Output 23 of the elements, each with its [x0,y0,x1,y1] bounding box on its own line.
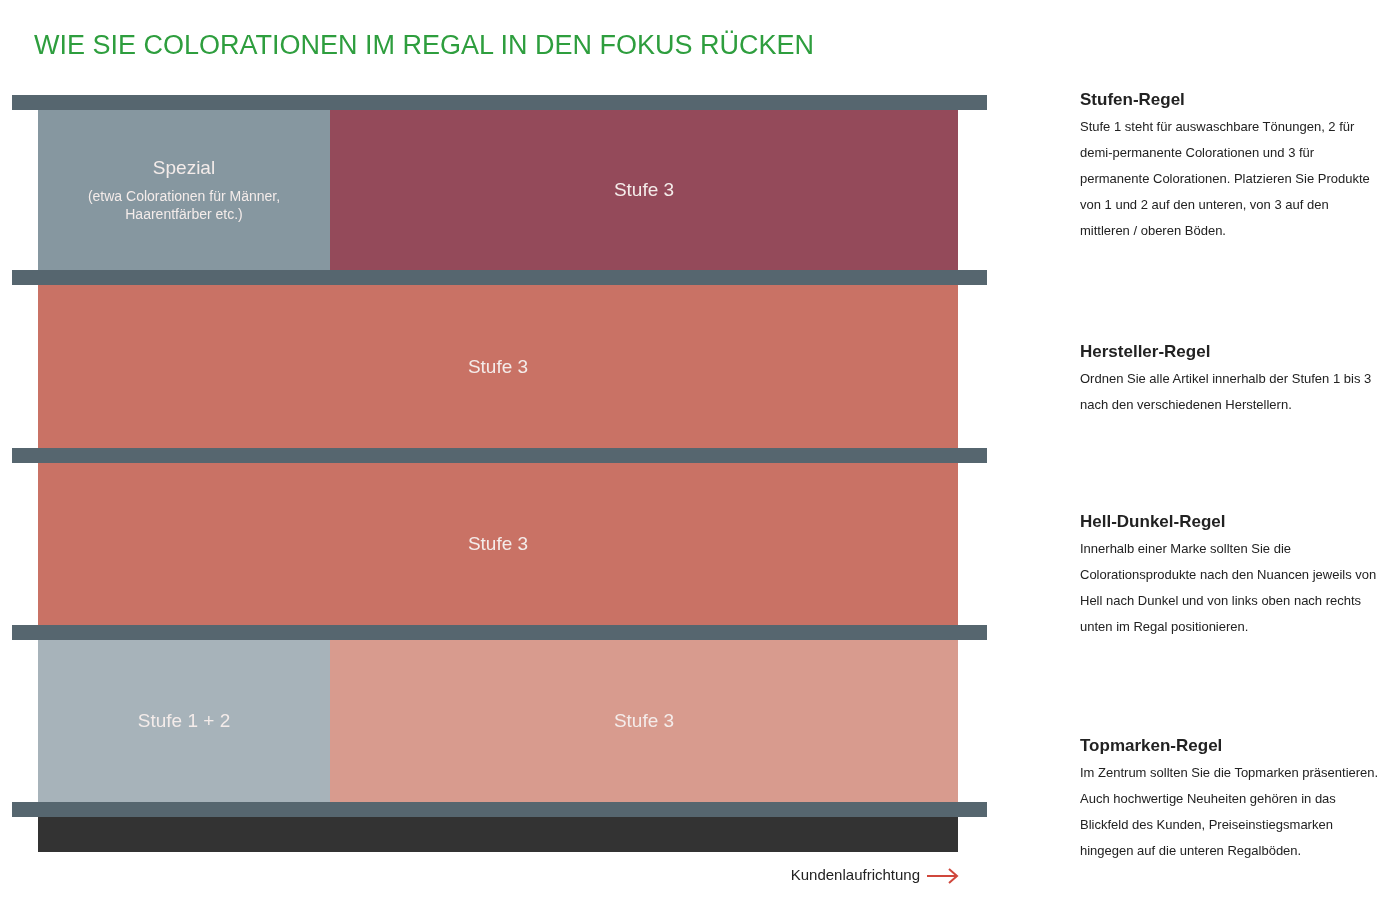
shelf-section [38,463,958,625]
direction-note: Kundenlaufrichtung [789,866,920,883]
rule-heading: Hersteller-Regel [1080,341,1212,363]
section-label: Spezial [152,156,216,179]
title: WIE SIE COLORATIONEN IM REGAL IN DEN FOKUS RÜCKEN [34,30,815,61]
section-label: Stufe 3 [613,179,675,201]
rule-text: Ordnen Sie alle Artikel innerhalb der Stufen 1 bis 3 nach den verschiedenen Herstellern. [1080,370,1373,414]
rule-text: Innerhalb einer Marke sollten Sie die Colorationsprodukte nach den Nuancen jeweils von Hell nach Dunkel und von links oben nach rechts unten im Regal positionieren. [1080,540,1378,636]
section-label: Stufe 1 + 2 [137,710,231,732]
shelf-section [38,285,958,448]
rule-heading: Topmarken-Regel [1080,735,1224,757]
shelf-section [330,640,958,802]
rule-heading: Stufen-Regel [1080,89,1186,111]
shelf-section [38,640,330,802]
section-label: Stufe 3 [613,710,675,732]
rule-text: Im Zentrum sollten Sie die Topmarken präsentieren. Auch hochwertige Neuheiten gehören in das Blickfeld des Kunden, Preiseinstiegsmarken hingegen auf die unteren Regalböden. [1080,764,1380,860]
shelf-section [38,110,330,270]
section-label: Stufe 3 [467,355,529,378]
rule-text: Stufe 1 steht für auswaschbare Tönungen, 2 für demi-permanente Colorationen und 3 für permanente Colorationen. Platzieren Sie Produkte von 1 und 2 auf den unteren, von 3 auf den mittleren / oberen Böden. [1080,118,1371,240]
section-note: (etwa Colorationen für Männer, Haarentfärber etc.) [86,186,282,224]
section-label: Stufe 3 [467,533,529,555]
rule-heading: Hell-Dunkel-Regel [1080,511,1227,533]
shelf-section [330,110,958,270]
